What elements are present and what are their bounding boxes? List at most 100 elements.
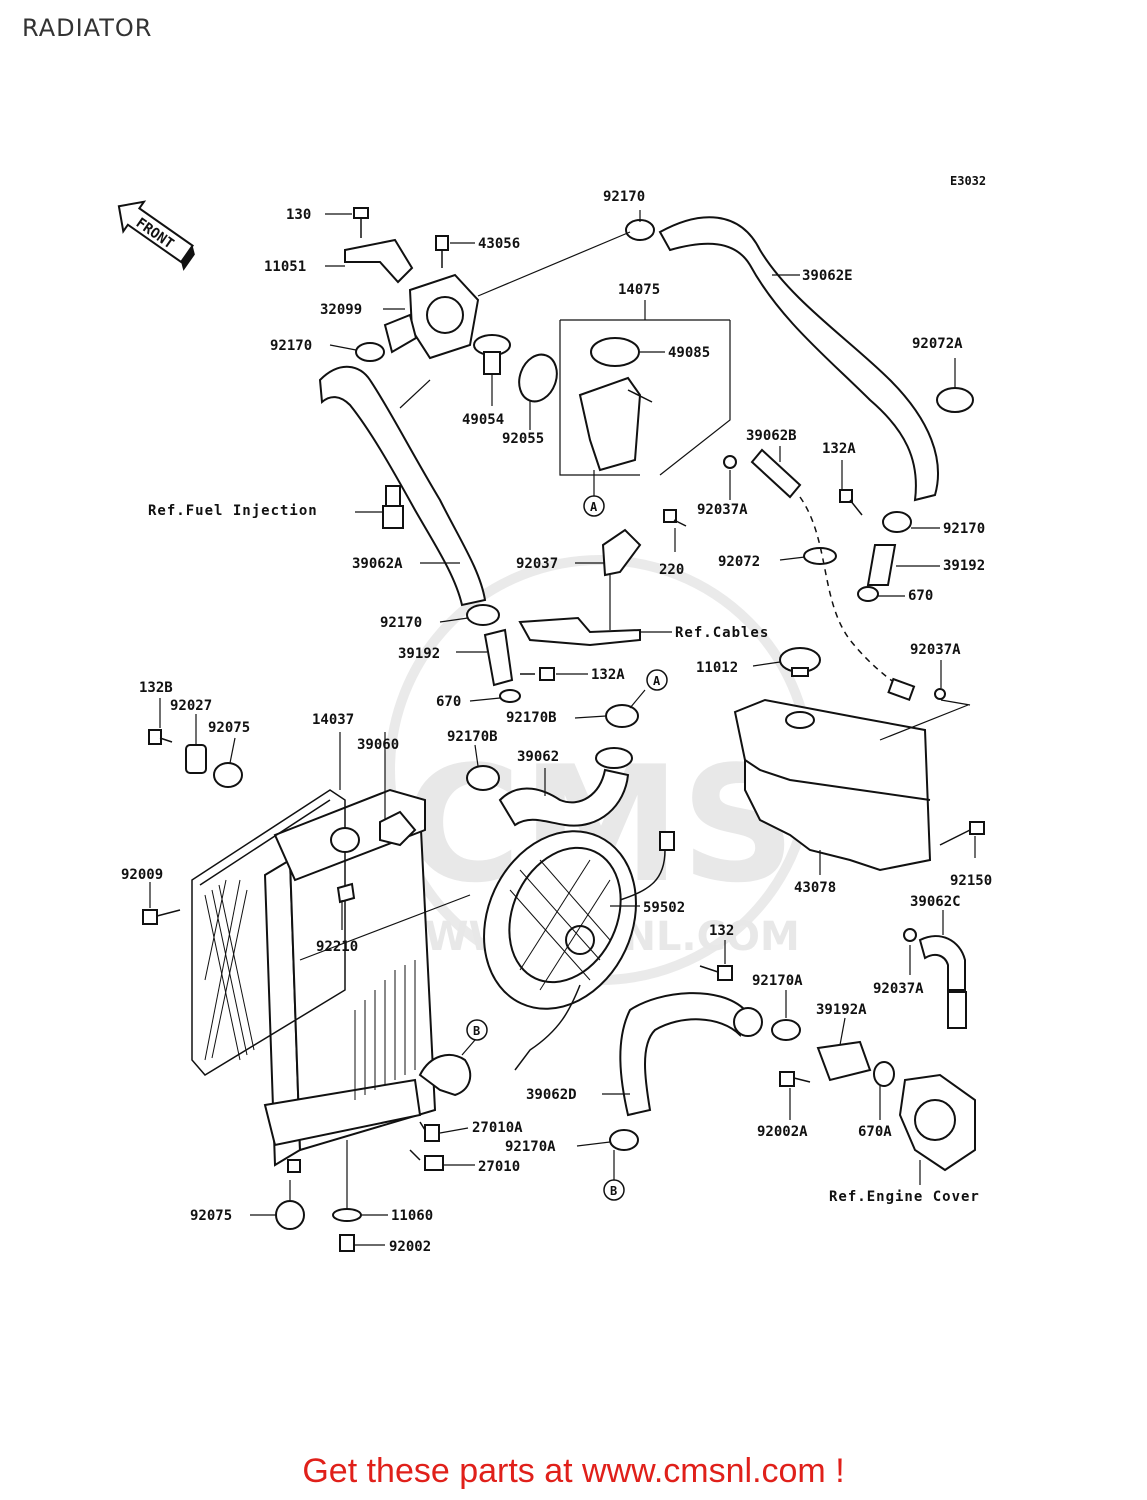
bolt-130 [353,207,369,238]
label-14075: 14075 [618,282,660,298]
bolt-132B [148,729,173,745]
radiator-inlet-pipe [330,810,417,853]
label-14037: 14037 [312,712,354,728]
label-92170B-left: 92170B [447,729,498,745]
thermostat-housing-32099 [383,273,480,360]
clamp-92170-mid [466,604,500,626]
label-39062E: 39062E [802,268,853,284]
sensor-27010 [409,1149,444,1171]
shroud-14037 [191,789,346,1076]
bolt-132A-mid [520,667,555,681]
hose-39062C [918,935,966,991]
clamp-92170-left [355,342,385,362]
reservoir-tank-43078 [733,698,932,872]
switch-27010A [419,1121,440,1142]
label-92170-mid: 92170 [380,615,422,631]
diagram-code: E3032 [950,174,986,188]
label-92170B-mid: 92170B [506,710,557,726]
grommet-92027 [185,744,207,774]
clip-92037A-low [903,928,917,942]
label-39192A: 39192A [816,1002,867,1018]
label-130: 130 [286,207,311,223]
label-92002A: 92002A [757,1124,808,1140]
hose-39062E [658,216,939,502]
label-32099: 32099 [320,302,362,318]
fitting-39192-right [866,544,897,586]
bolt-92009 [142,909,181,925]
engine-cover-pump [914,1099,956,1141]
svg-text:B: B [610,1184,617,1198]
hose-39062D-end [733,1007,763,1037]
svg-text:A: A [590,500,598,514]
washer-11060 [332,1208,362,1222]
bolt-132A-top [839,489,863,516]
label-92075-bottom: 92075 [190,1208,232,1224]
clip-92037A-mid [887,677,946,702]
bolt-92150 [939,821,985,846]
thermostat-49054 [473,334,511,375]
label-92072A: 92072A [912,336,963,352]
assy-bracket-left [559,320,640,476]
label-92037A-low: 92037A [873,981,924,997]
label-49085: 49085 [668,345,710,361]
label-39192-right: 39192 [943,558,985,574]
clamp-92072A [936,387,974,413]
clamp-92170B-mid [605,704,639,728]
assy-bracket-right [659,320,731,476]
label-132A-mid: 132A [591,667,625,683]
hose-39062B [750,448,802,499]
ref-cables: Ref.Cables [675,625,769,641]
label-92002: 92002 [389,1239,431,1255]
label-59502: 59502 [643,900,685,916]
label-92170A-right: 92170A [752,973,803,989]
svg-text:A: A [653,674,661,688]
cable-bracket [518,616,641,647]
clamp-92170A-right [771,1019,801,1041]
bolt-92002 [339,1234,355,1252]
page-title: RADIATOR [22,14,153,42]
hose-39062A [318,365,487,607]
label-92009: 92009 [121,867,163,883]
label-39192-mid: 39192 [398,646,440,662]
label-92170-top: 92170 [603,189,645,205]
fitting-39192-mid [483,628,514,687]
label-43056: 43056 [478,236,520,252]
clamp-92170B-left [466,765,500,791]
callout-B-2: B [603,1179,625,1201]
label-132: 132 [709,923,734,939]
label-39062: 39062 [517,749,559,765]
o-ring-670A [873,1061,895,1087]
o-ring-670-mid [499,689,521,703]
hose-39062 [498,768,630,827]
fan-harness [514,984,581,1071]
label-92150: 92150 [950,873,992,889]
footer-cmsnl-link[interactable]: Get these parts at www.cmsnl.com ! [302,1452,845,1490]
bolt-92002A [779,1071,811,1087]
label-27010: 27010 [478,1159,520,1175]
fuel-injection-sensor [382,485,404,529]
clip-92210 [336,882,356,904]
clamp-92170-top [625,219,655,241]
label-92170-left: 92170 [270,338,312,354]
grommet-92075-bottom [275,1200,305,1230]
filler-neck-14075 [578,337,653,472]
label-92037: 92037 [516,556,558,572]
clamp-92170-right [882,511,912,533]
label-39062C: 39062C [910,894,961,910]
hose-39062D [619,992,747,1117]
fan-connector [659,831,675,851]
clip-92037A-top [723,455,737,469]
label-11060: 11060 [391,1208,433,1224]
label-92037A-mid: 92037A [910,642,961,658]
label-39062D: 39062D [526,1087,577,1103]
label-49054: 49054 [462,412,504,428]
label-39060: 39060 [357,737,399,753]
label-220: 220 [659,562,684,578]
label-11012: 11012 [696,660,738,676]
bracket-11051 [344,238,414,284]
label-670-mid: 670 [436,694,461,710]
o-ring-92055 [518,353,558,403]
leader-lines [149,210,976,1246]
label-43078: 43078 [794,880,836,896]
label-39062B: 39062B [746,428,797,444]
